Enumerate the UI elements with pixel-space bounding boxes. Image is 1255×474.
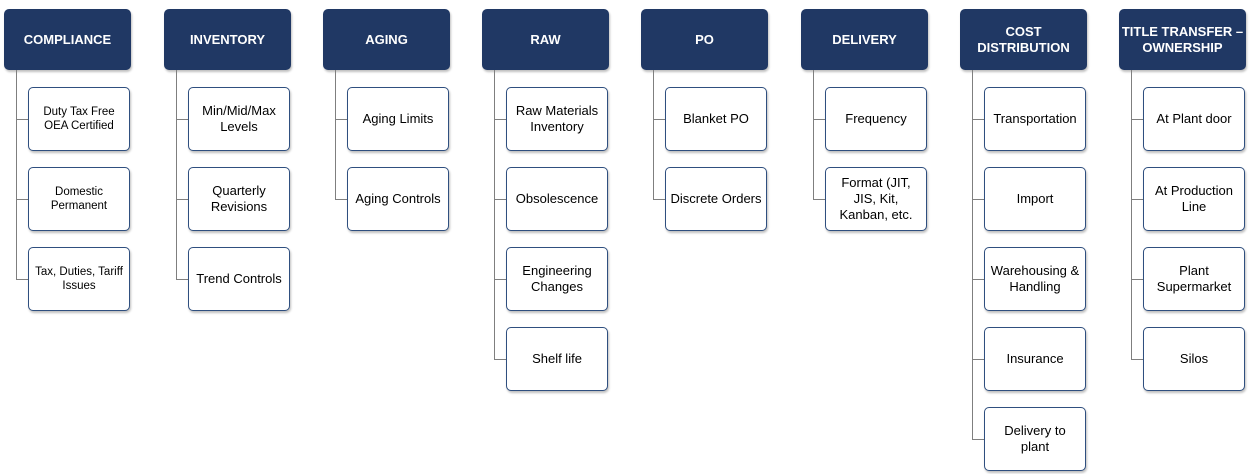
connector-branch xyxy=(494,359,506,360)
connector-branch xyxy=(1131,359,1143,360)
connector-branch xyxy=(16,279,28,280)
connector-branch xyxy=(335,119,347,120)
node-at-production-line: At Production Line xyxy=(1143,167,1245,231)
node-at-plant-door: At Plant door xyxy=(1143,87,1245,151)
node-quarterly-revisions: Quarterly Revisions xyxy=(188,167,290,231)
node-delivery-to-plant: Delivery to plant xyxy=(984,407,1086,471)
node-obsolescence: Obsolescence xyxy=(506,167,608,231)
node-transportation: Transportation xyxy=(984,87,1086,151)
connector-branch xyxy=(176,279,188,280)
column-header-cost-distribution: COST DISTRIBUTION xyxy=(960,9,1087,70)
node-blanket-po: Blanket PO xyxy=(665,87,767,151)
node-shelf-life: Shelf life xyxy=(506,327,608,391)
column-header-aging: AGING xyxy=(323,9,450,70)
connector-branch xyxy=(494,119,506,120)
node-warehousing-handling: Warehousing & Handling xyxy=(984,247,1086,311)
node-engineering-changes: Engineering Changes xyxy=(506,247,608,311)
connector-branch xyxy=(972,199,984,200)
connector-branch xyxy=(653,199,665,200)
column-header-po: PO xyxy=(641,9,768,70)
node-aging-controls: Aging Controls xyxy=(347,167,449,231)
column-header-title-transfer-ownership: TITLE TRANSFER – OWNERSHIP xyxy=(1119,9,1246,70)
connector-branch xyxy=(16,119,28,120)
connector-branch xyxy=(335,199,347,200)
connector-trunk xyxy=(335,70,336,199)
node-domestic-permanent: Domestic Permanent xyxy=(28,167,130,231)
connector-trunk xyxy=(972,70,973,439)
connector-trunk xyxy=(813,70,814,199)
connector-trunk xyxy=(16,70,17,279)
connector-branch xyxy=(972,359,984,360)
connector-branch xyxy=(1131,199,1143,200)
connector-branch xyxy=(972,279,984,280)
node-format-jit-jis-kit-kanban-etc: Format (JIT, JIS, Kit, Kanban, etc. xyxy=(825,167,927,231)
node-raw-materials-inventory: Raw Materials Inventory xyxy=(506,87,608,151)
connector-trunk xyxy=(176,70,177,279)
connector-branch xyxy=(176,119,188,120)
connector-branch xyxy=(494,199,506,200)
connector-trunk xyxy=(653,70,654,199)
node-silos: Silos xyxy=(1143,327,1245,391)
connector-branch xyxy=(972,119,984,120)
connector-branch xyxy=(16,199,28,200)
node-insurance: Insurance xyxy=(984,327,1086,391)
node-min-mid-max-levels: Min/Mid/Max Levels xyxy=(188,87,290,151)
node-plant-supermarket: Plant Supermarket xyxy=(1143,247,1245,311)
column-header-inventory: INVENTORY xyxy=(164,9,291,70)
connector-branch xyxy=(653,119,665,120)
node-tax-duties-tariff-issues: Tax, Duties, Tariff Issues xyxy=(28,247,130,311)
node-import: Import xyxy=(984,167,1086,231)
node-frequency: Frequency xyxy=(825,87,927,151)
connector-branch xyxy=(813,199,825,200)
connector-branch xyxy=(1131,279,1143,280)
node-discrete-orders: Discrete Orders xyxy=(665,167,767,231)
node-aging-limits: Aging Limits xyxy=(347,87,449,151)
connector-branch xyxy=(176,199,188,200)
connector-branch xyxy=(972,439,984,440)
connector-trunk xyxy=(494,70,495,359)
column-header-delivery: DELIVERY xyxy=(801,9,928,70)
connector-branch xyxy=(494,279,506,280)
column-header-raw: RAW xyxy=(482,9,609,70)
connector-branch xyxy=(813,119,825,120)
connector-branch xyxy=(1131,119,1143,120)
column-header-compliance: COMPLIANCE xyxy=(4,9,131,70)
node-trend-controls: Trend Controls xyxy=(188,247,290,311)
node-duty-tax-free-oea-certified: Duty Tax Free OEA Certified xyxy=(28,87,130,151)
connector-trunk xyxy=(1131,70,1132,359)
